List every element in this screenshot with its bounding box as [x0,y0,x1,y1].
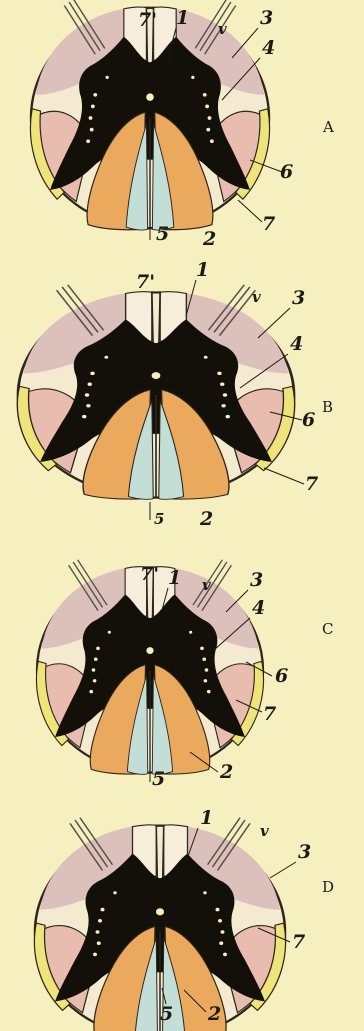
label-v-d: v [260,822,269,840]
label-3-a: 3 [260,7,273,29]
label-v-b: v [252,288,261,306]
section-letter-a: A [322,118,334,136]
section-d: D 1 v 3 7 2 5 [34,807,334,1031]
label-3-d: 3 [298,841,311,863]
label-1-c: 1 [168,567,181,589]
label-v-a: v [218,20,227,38]
cord-section-a-drawing [30,0,269,230]
label-3-c: 3 [250,569,263,591]
label-4-c: 4 [252,597,265,619]
label-5-b: 5 [154,510,164,528]
label-6-c: 6 [275,665,288,687]
cord-section-b-drawing [17,285,294,499]
label-4-b: 4 [290,333,303,355]
label-7p-b: 7' [136,271,155,293]
label-4-a: 4 [262,37,275,59]
label-5-d: 5 [160,1003,173,1025]
section-letter-d: D [322,878,334,896]
label-7-b: 7 [305,473,318,495]
label-v-c: v [202,576,211,594]
label-1-d: 1 [200,807,213,829]
cord-section-d-drawing [34,818,285,1031]
label-1-b: 1 [196,259,209,281]
label-5-c: 5 [152,768,165,790]
label-7p-c: 7' [140,563,159,585]
label-2-a: 2 [202,228,216,250]
section-c: C 7' 1 v 3 4 6 7 2 5 [36,560,333,790]
section-letter-c: C [322,620,333,638]
label-2-d: 2 [207,1003,221,1025]
label-6-b: 6 [302,409,315,431]
cord-section-c-drawing [36,560,263,774]
label-7-c: 7 [263,703,276,725]
label-5-a: 5 [156,223,169,245]
label-3-b: 3 [292,287,305,309]
section-b: B 7' 1 v 3 4 6 7 2 5 [17,259,333,530]
label-2-c: 2 [219,761,233,783]
section-letter-b: B [322,398,333,416]
label-7-a: 7 [262,213,275,235]
label-1-a: 1 [176,7,189,29]
label-7-d: 7 [292,931,305,953]
section-a: A 7' 1 v 3 4 6 7 2 5 [30,0,334,250]
label-2-b: 2 [199,508,213,530]
label-7p-a: 7' [138,9,157,31]
